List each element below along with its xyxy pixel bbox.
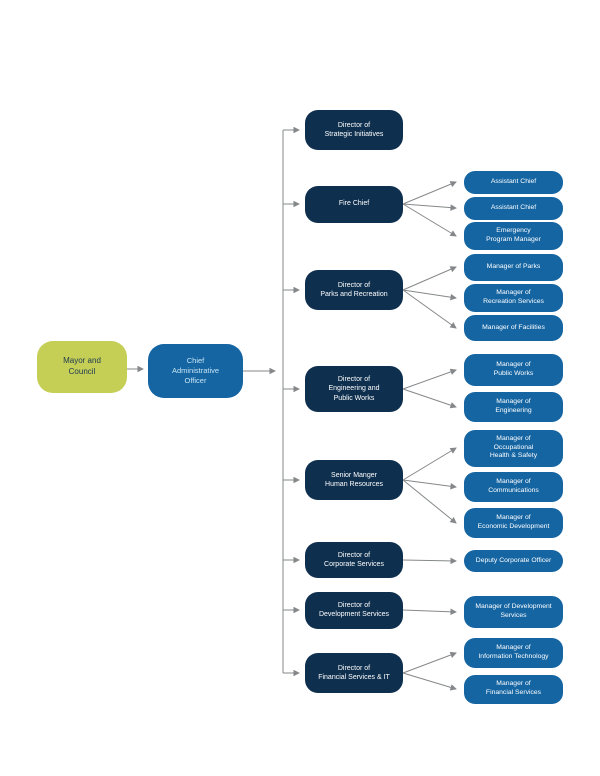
org-node-manager-of-occupational-health-safety: Manager of Occupational Health & Safety [464,429,563,467]
org-node-manager-of-recreation-services: Manager of Recreation Services [464,284,563,312]
org-node-director-of-parks-and-recreation: Director of Parks and Recreation [305,270,403,310]
org-node-mayor-and-council: Mayor and Council [37,341,127,393]
org-node-emergency-program-manager: Emergency Program Manager [464,222,563,250]
connector-line [402,651,457,674]
org-node-director-of-development-services: Director of Development Services [305,591,403,629]
org-node-manager-of-economic-development: Manager of Economic Development [464,508,563,538]
connector-line [402,557,457,565]
org-node-manager-of-development-services: Manager of Development Services [464,596,563,628]
org-node-assistant-chief: Assistant Chief [464,196,563,220]
org-node-director-of-engineering-and-public-works: Director of Engineering and Public Works [305,366,403,412]
org-node-fire-chief: Fire Chief [305,185,403,223]
org-node-director-of-corporate-services: Director of Corporate Services [305,542,403,578]
org-node-manager-of-financial-services: Manager of Financial Services [464,674,563,704]
connector-line [402,672,457,691]
connector-line [402,181,457,205]
connector-line [402,289,457,329]
org-node-manager-of-communications: Manager of Communications [464,472,563,502]
org-node-director-of-financial-services-it: Director of Financial Services & IT [305,653,403,693]
org-node-senior-manger-human-resources: Senior Manger Human Resources [305,460,403,500]
connector-line [402,479,457,524]
connector-line [402,203,457,211]
connector-line [402,388,457,409]
connector-line [402,203,457,237]
org-node-deputy-corporate-officer: Deputy Corporate Officer [464,550,563,572]
connector-line [402,266,457,291]
org-node-manager-of-facilities: Manager of Facilities [464,315,563,341]
connector-line [402,447,457,481]
org-node-assistant-chief: Assistant Chief [464,170,563,194]
org-node-manager-of-information-technology: Manager of Information Technology [464,638,563,668]
connector-line [402,608,457,616]
connector-line [402,479,457,490]
connector-line [402,289,457,301]
org-node-manager-of-engineering: Manager of Engineering [464,392,563,422]
org-node-manager-of-public-works: Manager of Public Works [464,354,563,386]
org-node-chief-administrative-officer: Chief Administrative Officer [148,344,243,398]
org-node-director-of-strategic-initiatives: Director of Strategic Initiatives [305,110,403,150]
org-node-manager-of-parks: Manager of Parks [464,253,563,281]
connector-line [402,368,457,390]
